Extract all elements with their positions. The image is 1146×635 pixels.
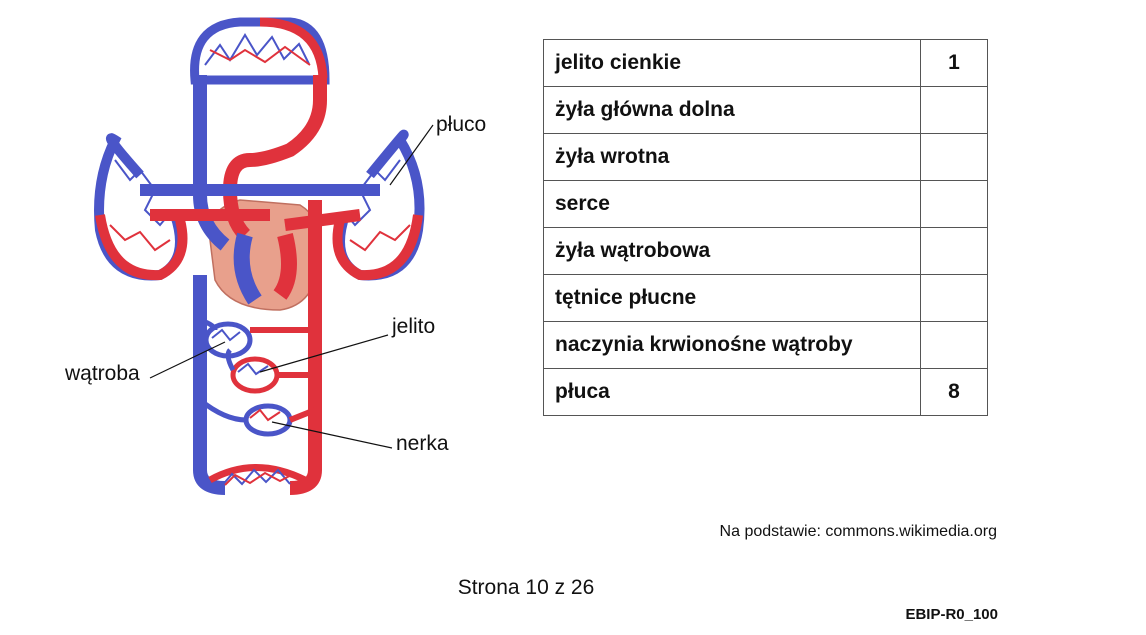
liver-pointer [149, 341, 226, 379]
organ-name: żyła wrotna [543, 133, 921, 181]
table-row: tętnice płucne [543, 274, 988, 322]
organ-name: serce [543, 180, 921, 228]
head-capillary-bed [190, 17, 330, 85]
organ-name: płuca [543, 368, 921, 416]
organ-name: naczynia krwionośne wątroby [543, 321, 921, 369]
organ-name: tętnice płucne [543, 274, 921, 322]
organ-number[interactable] [920, 321, 988, 369]
lung-pointer [389, 124, 434, 186]
kidney-label: nerka [396, 432, 449, 455]
kidney-pointer [271, 421, 393, 449]
lower-body-capillary-bed [208, 464, 307, 489]
right-lung [332, 129, 425, 281]
intestine-label: jelito [392, 315, 436, 338]
intestine-capillaries [225, 348, 315, 394]
organ-number[interactable] [920, 274, 988, 322]
organ-name: żyła wątrobowa [543, 227, 921, 275]
left-lung [94, 133, 188, 281]
circulatory-system-diagram [94, 17, 434, 495]
organ-number[interactable] [920, 86, 988, 134]
organ-number[interactable] [920, 180, 988, 228]
table-row: żyła główna dolna [543, 86, 988, 134]
kidney-capillaries [198, 398, 317, 437]
exam-code: EBIP-R0_100 [905, 606, 998, 623]
organ-name: jelito cienkie [543, 39, 921, 87]
aorta-upper [222, 75, 327, 240]
organ-number[interactable] [920, 133, 988, 181]
liver-capillaries [199, 317, 253, 359]
intestine-pointer [259, 334, 389, 373]
organ-number[interactable]: 1 [920, 39, 988, 87]
inferior-vena-cava [193, 275, 226, 495]
table-row: żyła wrotna [543, 133, 988, 181]
source-note: Na podstawie: commons.wikimedia.org [719, 523, 997, 540]
page-number: Strona 10 z 26 [457, 576, 595, 599]
descending-aorta [289, 200, 322, 495]
organ-number[interactable] [920, 227, 988, 275]
table-row: serce [543, 180, 988, 228]
table-row: żyła wątrobowa [543, 227, 988, 275]
organ-number[interactable]: 8 [920, 368, 988, 416]
organ-name: żyła główna dolna [543, 86, 921, 134]
table-row: naczynia krwionośne wątroby [543, 321, 988, 369]
liver-label: wątroba [65, 362, 140, 385]
lung-label: płuco [436, 113, 487, 136]
